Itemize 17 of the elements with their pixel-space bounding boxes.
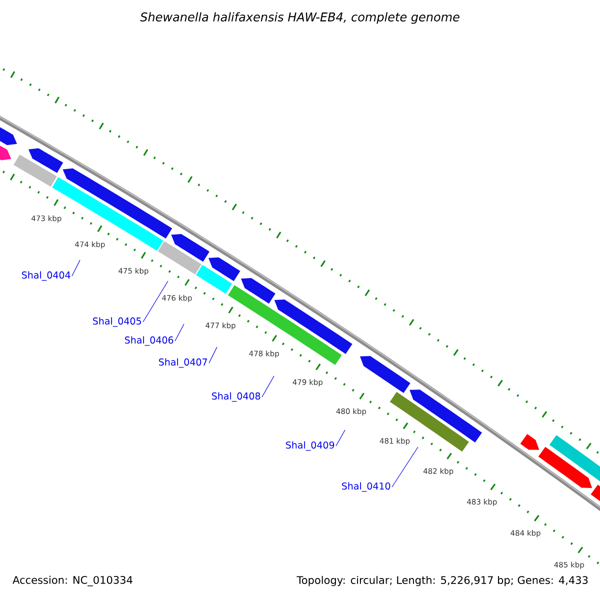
gene-label: Shal_0406 [125,336,174,346]
leader-line [142,280,168,322]
genome-summary-text: Topology: circular; Length: 5,226,917 bp; Genes: 4,433 [296,576,588,586]
gene-label: Shal_0409 [286,441,334,451]
gene-label: Shal_0408 [212,392,260,402]
accession-text: Accession: NC_010334 [12,576,132,586]
leader-line [336,430,346,446]
leader-line [262,376,274,398]
leader-line [174,324,184,342]
title: Shewanella halifaxensis HAW-EB4, complete genome [140,12,460,24]
gene-label: Shal_0407 [159,358,207,368]
gene-label: Shal_0405 [93,317,141,327]
gene-label: Shal_0404 [22,271,70,281]
leader-line [392,446,418,488]
leader-line [72,260,80,276]
leader-line [208,346,218,364]
gene-label: Shal_0410 [342,482,390,492]
